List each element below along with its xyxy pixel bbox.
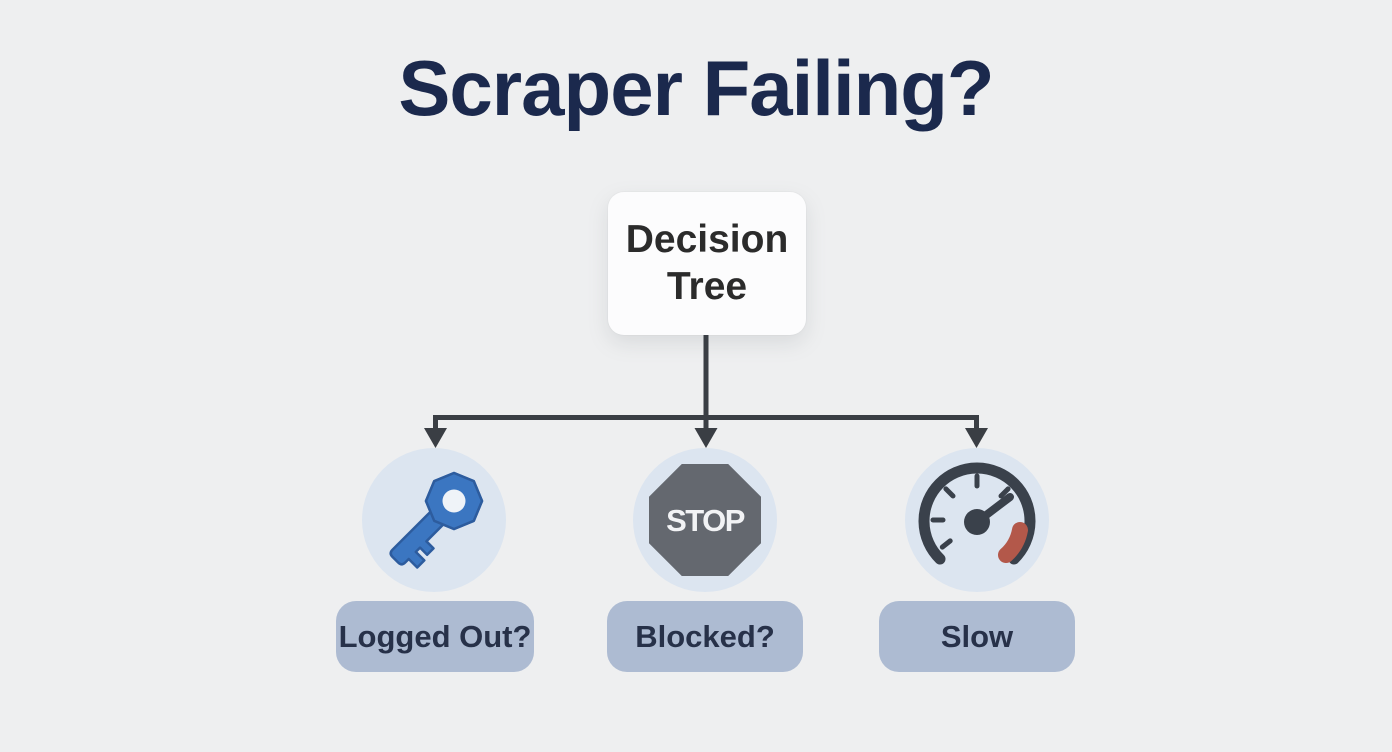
label-blocked: Blocked? — [635, 618, 775, 654]
arrowhead-center — [694, 428, 718, 448]
label-pill-blocked: Blocked? — [607, 601, 803, 672]
decision-tree-node-label: Decision Tree — [625, 217, 789, 308]
icon-circle-blocked: STOP — [633, 448, 777, 592]
label-pill-logged-out: Logged Out? — [336, 601, 534, 672]
stop-sign-icon: STOP — [649, 464, 761, 576]
page-title: Scraper Failing? — [398, 44, 994, 132]
arrowhead-left — [424, 428, 447, 448]
label-pill-slow: Slow — [879, 601, 1075, 672]
label-slow: Slow — [940, 618, 1014, 654]
speedometer-icon — [918, 462, 1036, 565]
key-icon — [389, 471, 484, 569]
icon-circle-logged-out — [362, 448, 506, 592]
stop-sign-text: STOP — [666, 503, 745, 538]
decision-tree-node: Decision Tree — [608, 192, 806, 335]
label-logged-out: Logged Out? — [338, 618, 532, 654]
icon-circle-slow — [905, 448, 1049, 592]
arrowhead-right — [965, 428, 988, 448]
